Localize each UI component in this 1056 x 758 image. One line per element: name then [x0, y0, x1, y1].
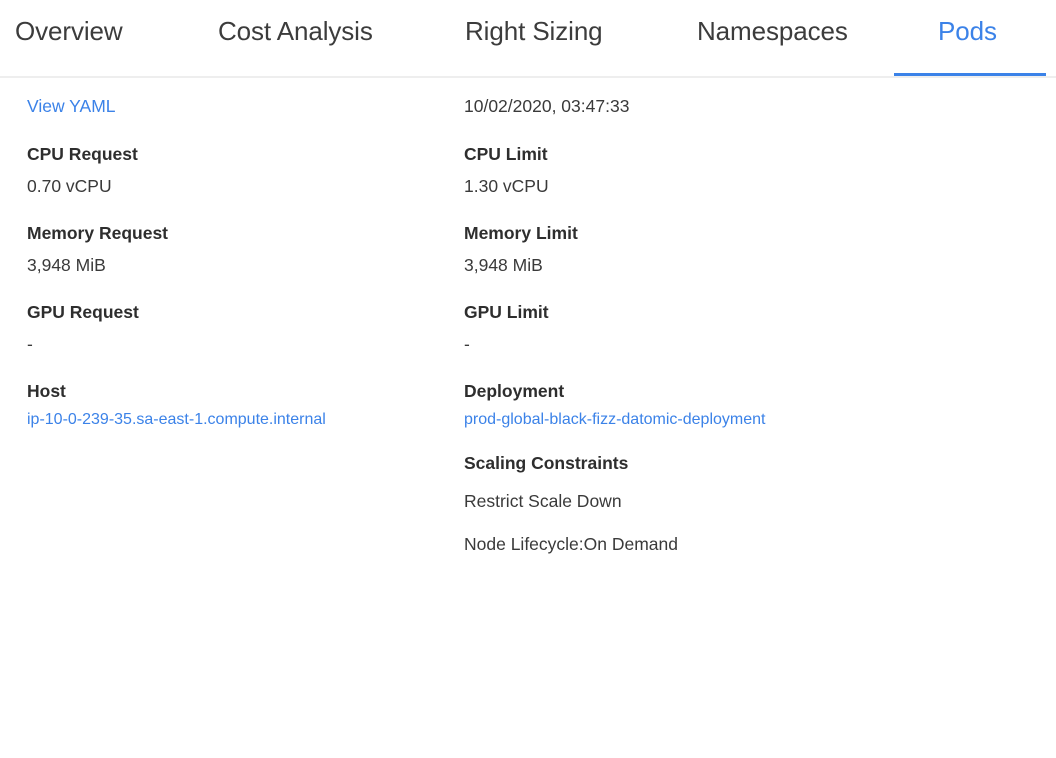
- active-tab-underline: [894, 73, 1046, 77]
- right-column: 10/02/2020, 03:47:33 CPU Limit 1.30 vCPU…: [464, 94, 864, 579]
- timestamp-field: 10/02/2020, 03:47:33: [464, 94, 864, 119]
- field-value: 0.70 vCPU: [27, 176, 112, 196]
- field-label: GPU Limit: [464, 302, 549, 322]
- view-yaml-link[interactable]: View YAML: [27, 96, 116, 116]
- field-value: -: [464, 334, 470, 354]
- field-memory-limit: Memory Limit 3,948 MiB: [464, 221, 864, 278]
- tab-bar: Overview Cost Analysis Right Sizing Name…: [0, 0, 1056, 78]
- field-memory-request: Memory Request 3,948 MiB: [27, 221, 427, 278]
- field-gpu-request: GPU Request -: [27, 300, 427, 357]
- field-value: 3,948 MiB: [27, 255, 106, 275]
- pod-timestamp: 10/02/2020, 03:47:33: [464, 96, 630, 116]
- field-label: GPU Request: [27, 302, 139, 322]
- field-gpu-limit: GPU Limit -: [464, 300, 864, 357]
- scaling-constraint-line: Restrict Scale Down: [464, 491, 622, 511]
- deployment-link[interactable]: prod-global-black-fizz-datomic-deploymen…: [464, 411, 766, 428]
- tab-right-sizing[interactable]: Right Sizing: [465, 16, 603, 46]
- field-value: 1.30 vCPU: [464, 176, 549, 196]
- field-label: Memory Limit: [464, 223, 578, 243]
- field-scaling-constraints: Scaling Constraints Restrict Scale Down …: [464, 451, 864, 557]
- field-cpu-request: CPU Request 0.70 vCPU: [27, 142, 427, 199]
- field-label: Scaling Constraints: [464, 453, 629, 473]
- field-label: Memory Request: [27, 223, 169, 243]
- field-label: CPU Request: [27, 144, 138, 164]
- scaling-constraint-line: Node Lifecycle:On Demand: [464, 534, 678, 554]
- tab-pods[interactable]: Pods: [938, 16, 997, 46]
- field-label: Host: [27, 381, 66, 401]
- tab-bar-divider: [0, 76, 1056, 78]
- left-column: View YAML CPU Request 0.70 vCPU Memory R…: [27, 94, 427, 451]
- field-host: Host ip-10-0-239-35.sa-east-1.compute.in…: [27, 379, 427, 429]
- host-link[interactable]: ip-10-0-239-35.sa-east-1.compute.interna…: [27, 411, 326, 428]
- view-yaml-field: View YAML: [27, 94, 427, 119]
- field-value: 3,948 MiB: [464, 255, 543, 275]
- field-deployment: Deployment prod-global-black-fizz-datomi…: [464, 379, 864, 429]
- field-label: CPU Limit: [464, 144, 548, 164]
- tab-cost-analysis[interactable]: Cost Analysis: [218, 16, 373, 46]
- tab-namespaces[interactable]: Namespaces: [697, 16, 848, 46]
- field-value: -: [27, 334, 33, 354]
- pod-details-content: View YAML CPU Request 0.70 vCPU Memory R…: [0, 78, 1056, 554]
- tab-overview[interactable]: Overview: [15, 16, 123, 46]
- field-cpu-limit: CPU Limit 1.30 vCPU: [464, 142, 864, 199]
- field-label: Deployment: [464, 381, 565, 401]
